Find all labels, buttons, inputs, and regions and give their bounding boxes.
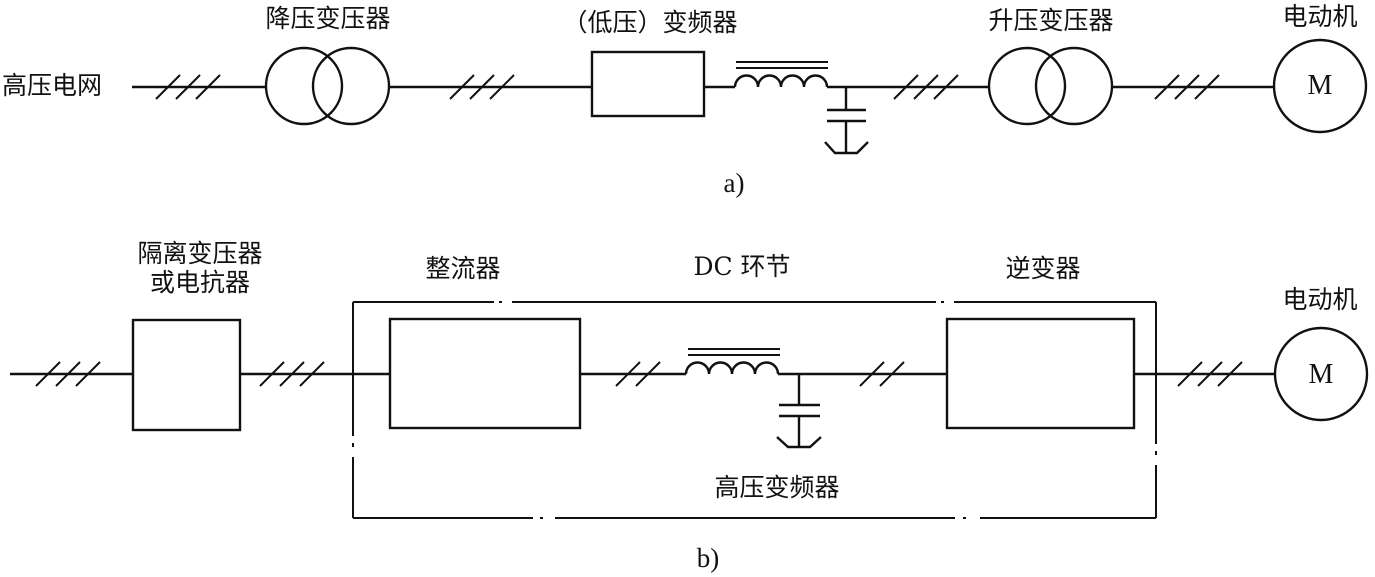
three-phase-mark (35, 361, 101, 387)
dc-capacitor-ground-symbol (776, 374, 822, 449)
motor-a-letter: M (1307, 70, 1333, 101)
motor-b-symbol (1273, 326, 1369, 422)
rectifier-box (388, 317, 582, 430)
label-isolation-transformer-line2: 或电抗器 (149, 268, 251, 297)
label-motor-b: 电动机 (1282, 285, 1358, 314)
label-hv-inverter: 高压变频器 (714, 473, 840, 502)
label-lv-inverter: （低压）变频器 (562, 8, 738, 37)
inverter-box (945, 317, 1136, 430)
label-isolation-transformer-line1: 隔离变压器 (137, 239, 263, 268)
caption-b: b) (696, 543, 720, 573)
three-phase-mark (893, 74, 959, 100)
capacitor-ground-symbol (824, 87, 869, 155)
label-hv-grid: 高压电网 (2, 71, 103, 100)
lv-inverter-box (590, 50, 706, 118)
three-phase-mark (449, 74, 515, 100)
caption-a: a) (723, 168, 745, 198)
dc-inductor-symbol (684, 348, 780, 375)
step-down-transformer-symbol (264, 46, 391, 126)
panel-b (10, 301, 1369, 519)
inductor-symbol (733, 61, 829, 88)
isolation-transformer-box (131, 318, 242, 432)
three-phase-mark (259, 361, 325, 387)
label-rectifier: 整流器 (425, 254, 501, 283)
label-motor-a: 电动机 (1282, 2, 1358, 31)
hv-inverter-enclosure (352, 301, 1157, 519)
panel-a (132, 38, 1368, 155)
label-step-up-transformer: 升压变压器 (988, 6, 1114, 35)
label-inverter: 逆变器 (1005, 254, 1081, 283)
dc-link-mark (615, 361, 661, 387)
step-up-transformer-symbol (987, 46, 1114, 126)
three-phase-mark (1154, 74, 1220, 100)
three-phase-mark (155, 74, 221, 100)
motor-b-letter: M (1308, 359, 1334, 390)
label-dc-link: DC 环节 (693, 252, 791, 281)
motor-a-symbol (1272, 38, 1368, 134)
label-step-down-transformer: 降压变压器 (265, 4, 391, 33)
three-phase-mark (1177, 361, 1243, 387)
dc-link-mark (859, 361, 905, 387)
